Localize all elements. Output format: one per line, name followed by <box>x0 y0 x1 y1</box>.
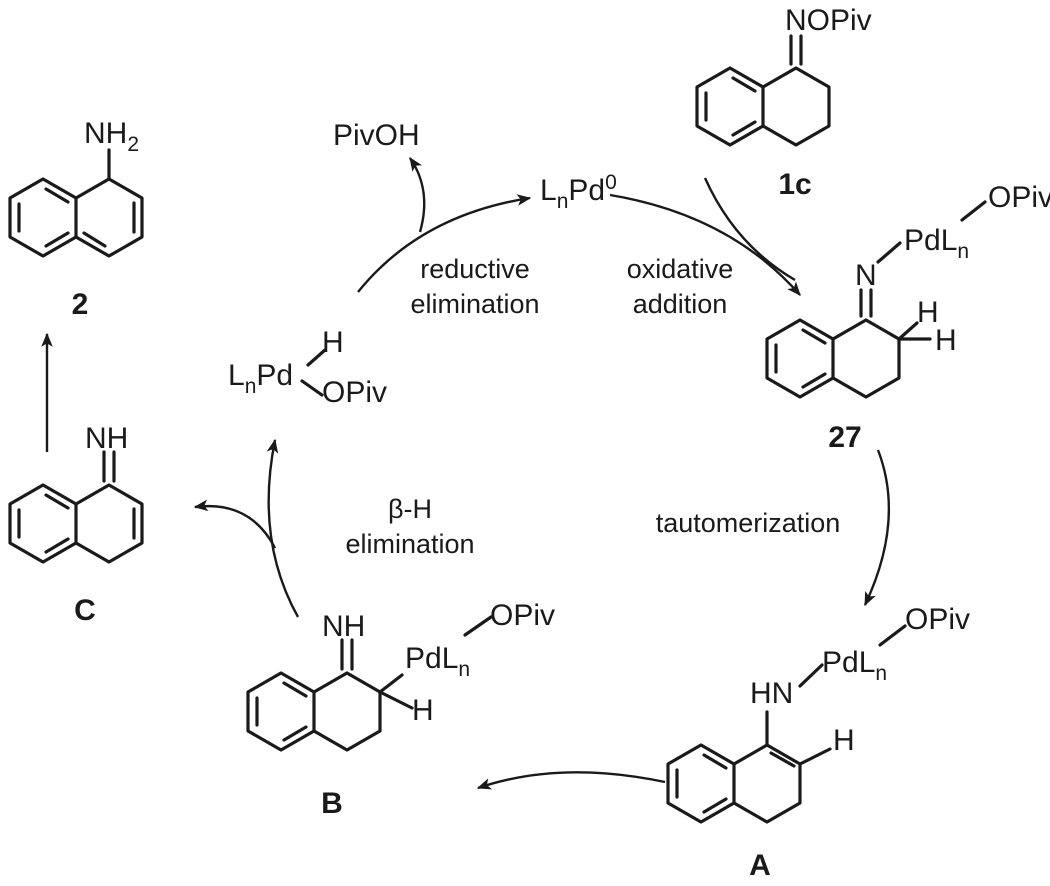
reductive-elimination-caption-2: elimination <box>410 289 539 319</box>
a-to-b-arrow <box>476 771 666 790</box>
reductive-elimination-caption-1: reductive <box>420 254 530 284</box>
h-b-label: H <box>412 694 434 727</box>
hydride-opiv-label: OPiv <box>322 376 387 409</box>
nh2-label: NH2 <box>84 117 139 156</box>
beta-h-to-c-arrow <box>193 499 277 549</box>
compound-2-structure: NH2 2 <box>8 117 144 321</box>
pivoh-byproduct-label: PivOH <box>333 119 420 152</box>
ln-pd-hydride-label: LnPd <box>228 359 293 398</box>
pd-a-label: PdLn <box>822 646 887 685</box>
oxidative-addition-caption-1: oxidative <box>627 254 734 284</box>
compound-a-label: A <box>749 849 771 882</box>
h-a-label: H <box>833 724 855 757</box>
compound-c-structure: NH C <box>8 422 144 627</box>
pivoh-release-arrow <box>409 157 426 233</box>
opiv-27-label: OPiv <box>988 181 1050 214</box>
nh-c-label: NH <box>85 422 128 455</box>
compound-b-label: B <box>321 787 343 820</box>
hn-a-label: HN <box>750 677 793 710</box>
pd-hydride-structure: LnPd H OPiv <box>228 326 387 409</box>
cycle-arrows <box>41 157 891 790</box>
pd-27-label: PdLn <box>904 224 969 263</box>
nh-b-label: NH <box>322 610 365 643</box>
h-27-upper: H <box>917 296 939 329</box>
pd-b-label: PdLn <box>405 642 470 681</box>
reductive-elimination-arrow <box>357 194 532 293</box>
hydride-h-label: H <box>322 326 344 359</box>
compound-a-structure: HN PdLn OPiv H A <box>666 603 970 882</box>
oxidative-addition-arrow <box>609 193 801 296</box>
catalyst-lnpd0-label: LnPd0 <box>540 171 617 213</box>
compound-27-structure: N PdLn OPiv H H 27 <box>765 181 1050 454</box>
opiv-a-label: OPiv <box>905 603 970 636</box>
oxime-group-label: NOPiv <box>785 4 872 37</box>
h-27-lower: H <box>935 324 957 357</box>
substrate-entry-arrow <box>703 177 796 282</box>
oxidative-addition-caption-2: addition <box>633 289 728 319</box>
compound-27-label: 27 <box>828 421 861 454</box>
tautomerization-arrow <box>863 449 891 607</box>
tautomerization-caption: tautomerization <box>656 508 841 538</box>
compound-1c-structure: NOPiv 1c <box>695 4 872 201</box>
compound-2-label: 2 <box>72 288 89 321</box>
compound-b-structure: NH PdLn OPiv H B <box>246 599 555 820</box>
beta-h-elimination-caption-1: β-H <box>388 494 432 524</box>
compound-c-label: C <box>74 594 96 627</box>
opiv-b-label: OPiv <box>490 599 555 632</box>
b-to-hydride-arrow <box>266 438 300 618</box>
compound-1c-label: 1c <box>778 168 811 201</box>
imine-n-label: N <box>855 259 877 292</box>
beta-h-elimination-caption-2: elimination <box>345 529 474 559</box>
